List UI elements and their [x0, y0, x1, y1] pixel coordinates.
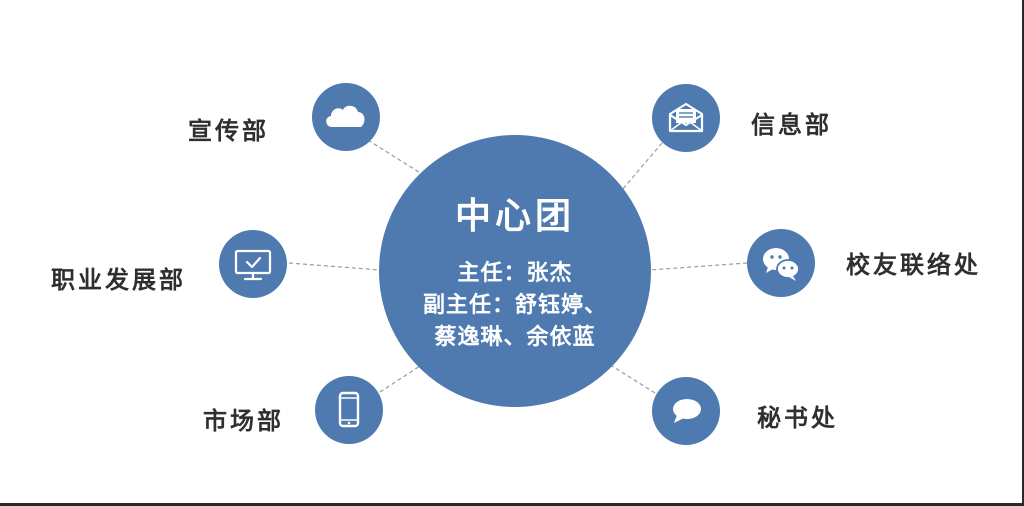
node-xiaoyou [747, 229, 815, 297]
node-xinxi [652, 84, 720, 152]
connector-xinxi [621, 142, 663, 191]
node-xuanchuan [312, 83, 380, 151]
connector-xuanchuan [367, 139, 426, 177]
label-xuanchuan: 宣传部 [188, 117, 269, 145]
chat-bubble-icon [673, 399, 701, 423]
monitor-check-icon [234, 249, 272, 281]
label-mishu: 秘书处 [757, 404, 838, 432]
connector-mishu [611, 365, 656, 394]
label-xinxi: 信息部 [751, 111, 832, 139]
envelope-icon [668, 102, 704, 133]
node-mishu [652, 377, 720, 445]
center-title: 中心团 [454, 196, 575, 237]
wechat-icon [763, 248, 800, 281]
label-zhiye: 职业发展部 [51, 266, 186, 294]
connector-zhiye [288, 262, 381, 271]
cloud-icon [326, 105, 365, 127]
node-shichang [315, 376, 383, 444]
node-zhiye [219, 230, 287, 298]
center-team-node: 中心团 主任：张杰 副主任：舒钰婷、 蔡逸琳、余依蓝 [379, 135, 651, 407]
director-text: 主任：张杰 [457, 261, 573, 286]
deputy-director-text-2: 蔡逸琳、余依蓝 [434, 325, 596, 350]
label-xiaoyou: 校友联络处 [846, 251, 981, 279]
smartphone-icon [338, 391, 360, 428]
deputy-director-text-1: 副主任：舒钰婷、 [422, 293, 607, 318]
connector-xiaoyou [649, 262, 748, 271]
label-shichang: 市场部 [203, 407, 284, 435]
connector-shichang [379, 365, 421, 393]
